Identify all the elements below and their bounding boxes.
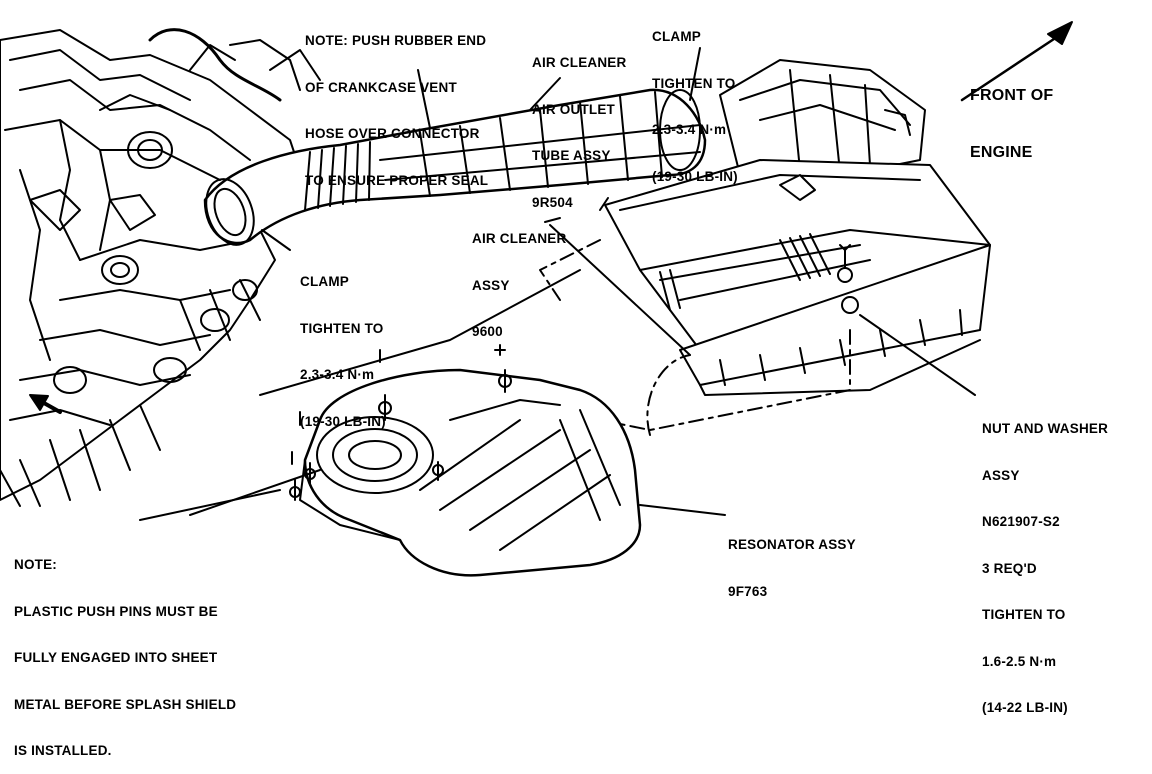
label-line: 3 REQ'D <box>982 560 1037 576</box>
label-line: (19-30 LB-IN) <box>300 413 386 429</box>
front-of-engine-arrow <box>960 21 1073 102</box>
note-line: METAL BEFORE SPLASH SHIELD <box>14 696 237 712</box>
label-line: TIGHTEN TO <box>982 607 1066 622</box>
label-line: TIGHTEN TO <box>652 75 736 91</box>
label-line: AIR OUTLET <box>532 101 615 117</box>
label-line: 2.3-3.4 N·m <box>652 122 727 137</box>
label-line: ASSY <box>982 467 1020 483</box>
label-line: (14-22 LB-IN) <box>982 700 1068 715</box>
note-line: NOTE: <box>14 557 57 572</box>
exploded-view-illustration <box>0 21 1073 577</box>
label-line: AIR CLEANER <box>472 231 567 246</box>
air-cleaner-housing <box>539 59 991 431</box>
label-line: TUBE ASSY <box>532 148 611 163</box>
note-line: NOTE: PUSH RUBBER END <box>305 33 487 48</box>
label-line: N621907-S2 <box>982 514 1060 529</box>
note-line: FULLY ENGAGED INTO SHEET <box>14 650 218 665</box>
front-of-engine-label: FRONT OF ENGINE <box>970 48 1053 181</box>
resonator-assembly <box>289 344 726 577</box>
note-line: HOSE OVER CONNECTOR <box>305 126 480 141</box>
label-line: ENGINE <box>970 144 1033 161</box>
label-line: CLAMP <box>300 274 349 289</box>
label-line: 2.3-3.4 N·m <box>300 367 375 382</box>
clamp-left-label: CLAMP TIGHTEN TO 2.3-3.4 N·m (19-30 LB-I… <box>300 243 386 445</box>
push-pins-note: NOTE: PLASTIC PUSH PINS MUST BE FULLY EN… <box>14 526 236 774</box>
engine-block <box>0 28 321 507</box>
label-line: AIR CLEANER <box>532 55 627 70</box>
label-line: RESONATOR ASSY <box>728 537 856 552</box>
note-line: TO ENSURE PROPER SEAL <box>305 172 489 188</box>
label-line: 9600 <box>472 324 503 339</box>
label-line: FRONT OF <box>970 87 1054 104</box>
crankcase-vent-note: NOTE: PUSH RUBBER END OF CRANKCASE VENT … <box>305 2 488 204</box>
label-line: 9R504 <box>532 194 573 210</box>
leader-lines <box>139 69 691 521</box>
label-line: ASSY <box>472 277 510 293</box>
air-outlet-tube <box>203 47 707 251</box>
note-line: OF CRANKCASE VENT <box>305 79 457 95</box>
clamp-top-label: CLAMP TIGHTEN TO 2.3-3.4 N·m (19-30 LB-I… <box>652 0 738 200</box>
label-line: 9F763 <box>728 583 768 599</box>
nut-washer-assy-label: NUT AND WASHER ASSY N621907-S2 3 REQ'D T… <box>982 390 1108 731</box>
label-line: 1.6-2.5 N·m <box>982 653 1057 669</box>
label-line: NUT AND WASHER <box>982 421 1109 436</box>
air-outlet-tube-label: AIR CLEANER AIR OUTLET TUBE ASSY 9R504 <box>532 24 626 226</box>
air-cleaner-assy-label: AIR CLEANER ASSY 9600 <box>472 200 566 355</box>
label-line: CLAMP <box>652 29 701 44</box>
resonator-assy-label: RESONATOR ASSY 9F763 <box>728 506 856 615</box>
label-line: (19-30 LB-IN) <box>652 168 738 184</box>
note-line: IS INSTALLED. <box>14 743 112 758</box>
label-line: TIGHTEN TO <box>300 320 384 336</box>
